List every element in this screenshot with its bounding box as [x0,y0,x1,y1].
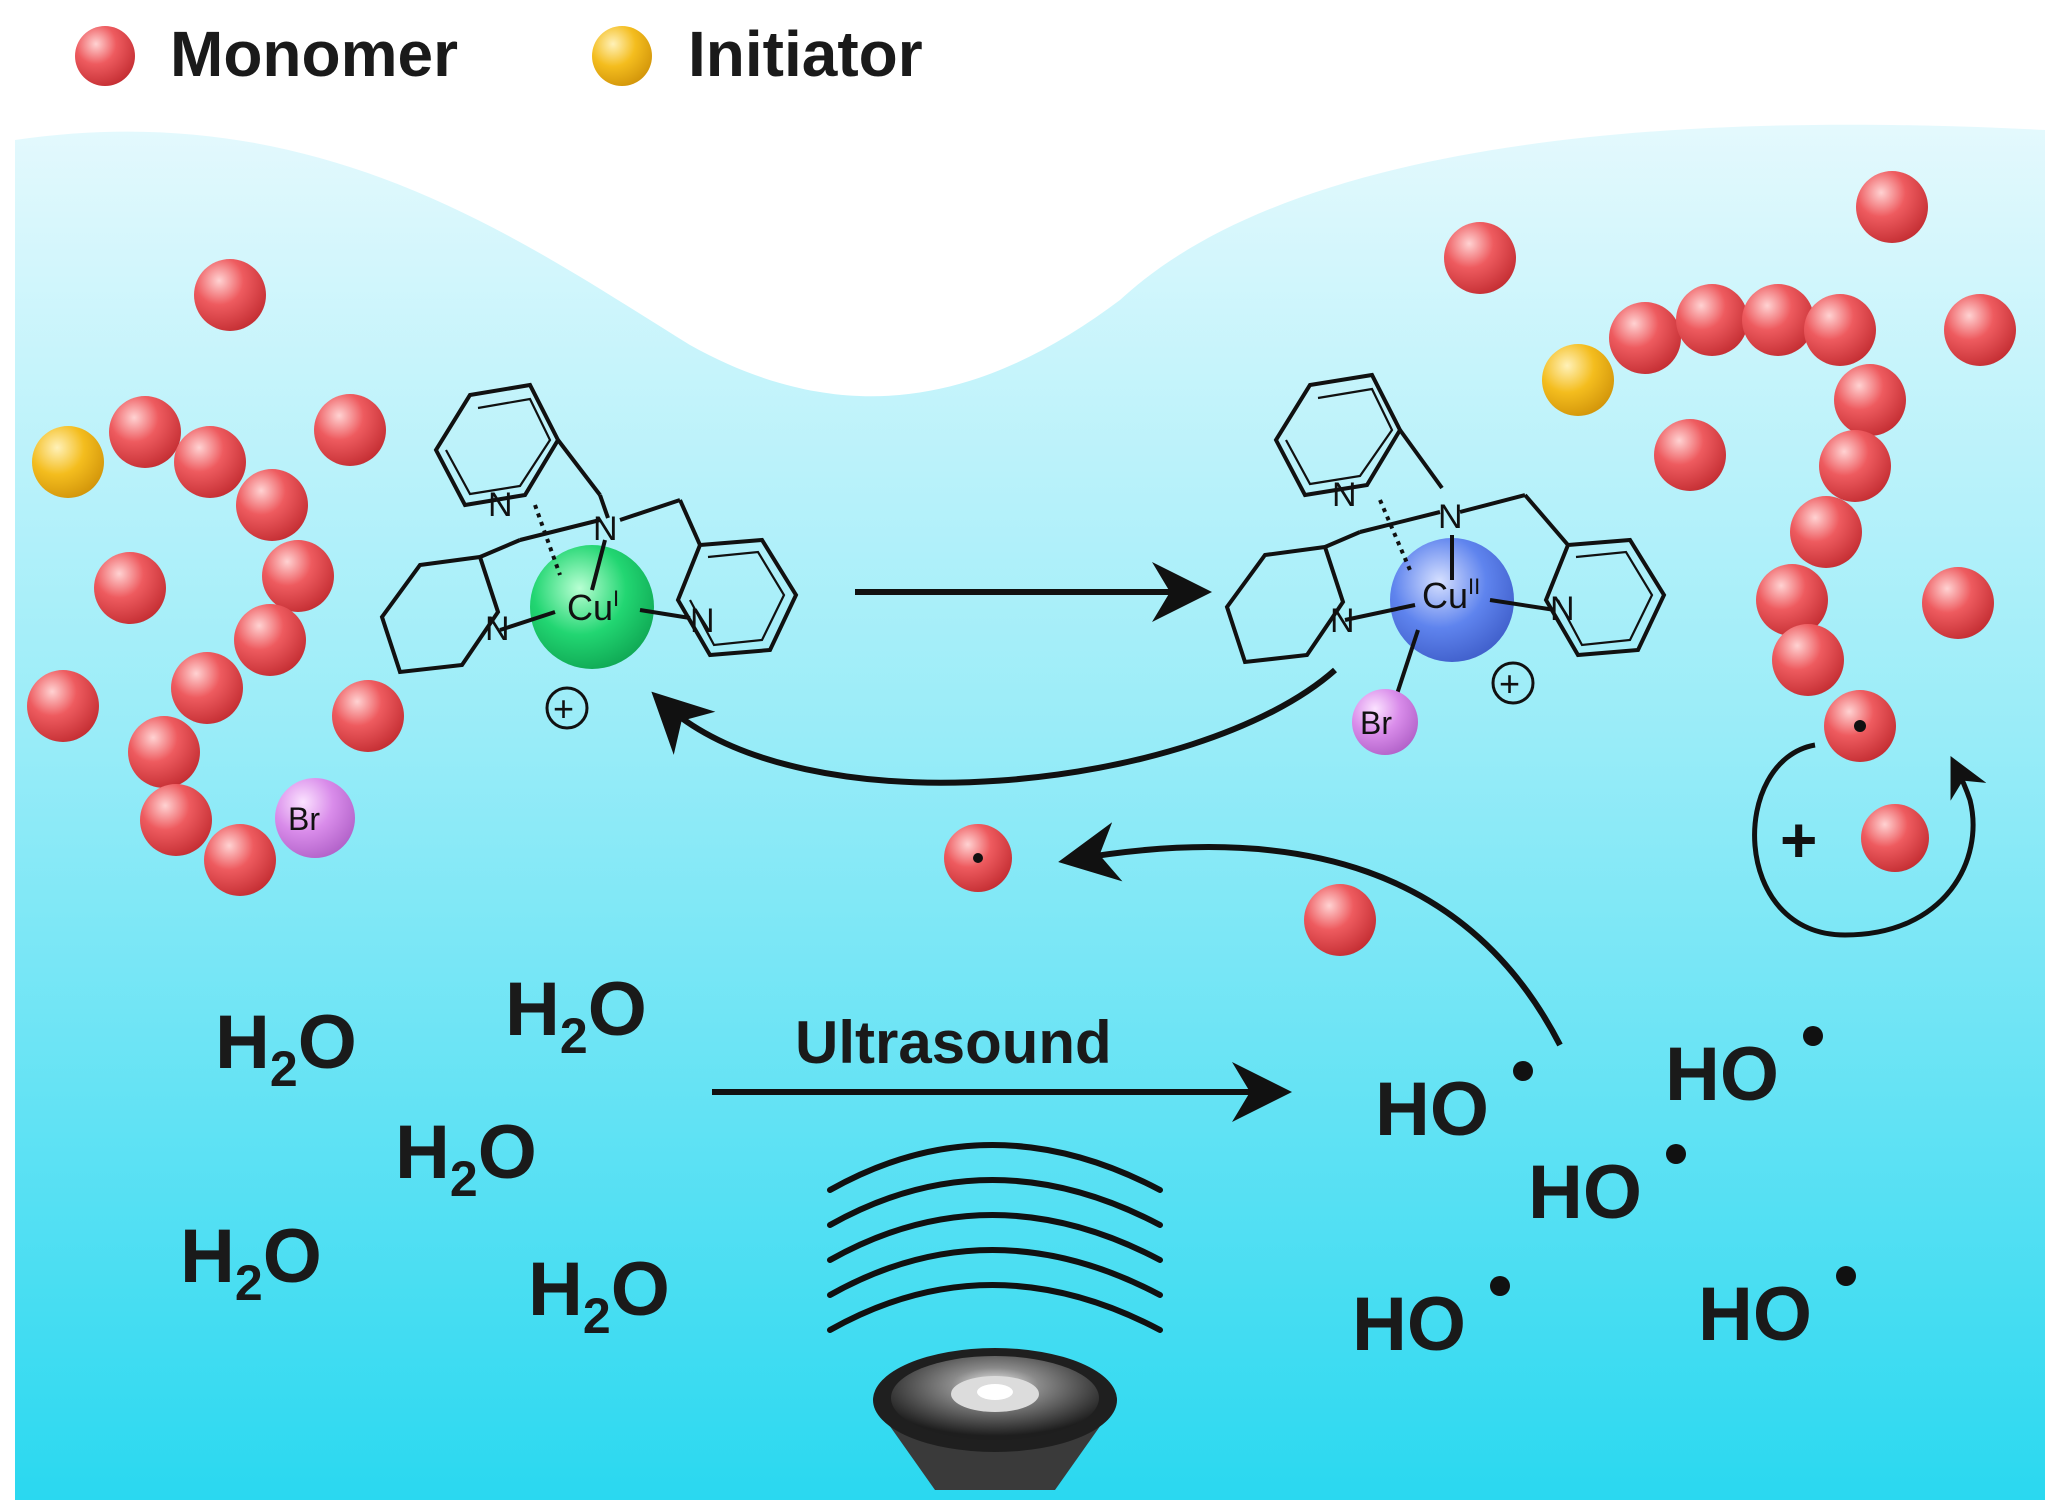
bromine-label: Br [288,801,320,837]
water-molecule-label: H2O [528,1247,670,1344]
radical-dot-icon [973,853,983,863]
speaker-icon [873,1348,1117,1490]
nitrogen-atom-label: N [485,610,510,648]
nitrogen-atom-label: N [1550,590,1575,628]
cu-one-sphere [530,545,654,669]
cu-one-complex: N N N N CuI + [379,382,799,730]
free-monomer [1856,171,1928,243]
free-monomer [27,670,99,742]
chain-monomer [1790,496,1862,568]
free-monomer [1304,884,1376,956]
water-region [15,124,2045,1501]
water-molecule-label: H2O [395,1110,537,1207]
water-molecule-label: H2O [505,967,647,1064]
radical-dot-icon [1666,1144,1686,1164]
bromine-label: Br [1360,705,1392,741]
hydroxyl-radical-label: HO [1698,1272,1812,1357]
free-monomer [1654,419,1726,491]
propagation-cycle-arrow [1752,742,1987,938]
chain-monomer [1804,294,1876,366]
hydroxyl-radical-label: HO [1375,1067,1489,1152]
radical-dot-icon [1490,1276,1510,1296]
chain-monomer [1819,430,1891,502]
hydroxyl-radical-label: HO [1352,1282,1466,1367]
cu-two-sphere [1390,538,1514,662]
initiator-sphere [32,426,104,498]
polymer-chains: Br [32,284,1906,896]
sound-wave-icon [827,1142,1163,1333]
chain-monomer [174,426,246,498]
chain-monomer [1742,284,1814,356]
added-monomer [1861,804,1929,872]
chain-monomer [1772,624,1844,696]
hydroxyl-radical-label: HO [1665,1032,1779,1117]
radical-dot-icon [1803,1026,1823,1046]
charge-plus-icon [1491,661,1535,705]
hydroxyl-radicals: HO HO HO HO HO [1352,1026,1856,1367]
nitrogen-atom-label: N [690,602,715,640]
free-monomer [332,680,404,752]
free-monomers [27,171,2016,956]
legend-initiator-label: Initiator [688,18,923,90]
free-monomer [1922,567,1994,639]
copper-two-label: CuII [1422,574,1480,616]
pyridine-ring-right [675,537,799,658]
nitrogen-atom-label: N [1330,602,1355,640]
bromine-atom [1352,689,1418,755]
nitrogen-atom-label: N [1332,476,1357,514]
cu-two-complex: N N N N CuII Br + [1224,372,1667,755]
chain-monomer [171,652,243,724]
radical-dot-icon [1836,1266,1856,1286]
hydroxyl-radical-label: HO [1528,1150,1642,1235]
legend-monomer-label: Monomer [170,18,458,90]
free-monomer [94,552,166,624]
addition-plus-label: + [1780,804,1817,876]
charge-plus-label: + [1499,663,1520,704]
pyridine-ring-top [433,382,561,508]
initiator-sphere [1542,344,1614,416]
nitrogen-atom-label: N [1438,498,1463,536]
chain-monomer [234,604,306,676]
chain-monomer [1756,564,1828,636]
nitrogen-atom-label: N [593,510,618,548]
legend: Monomer Initiator [75,18,923,90]
deactivation-arrow [651,667,1337,786]
propagation-cycle: + [1780,804,1929,876]
copper-one-label: CuI [567,586,619,628]
charge-plus-icon [545,686,589,730]
chain-monomer [1609,302,1681,374]
water-molecule-label: H2O [180,1214,322,1311]
charge-plus-label: + [553,688,574,729]
chain-monomer [140,784,212,856]
water-molecule-label: H2O [215,1000,357,1097]
radical-monomer [944,824,1012,892]
chain-monomer [1676,284,1748,356]
legend-monomer-swatch [75,26,135,86]
free-monomer [1944,294,2016,366]
free-monomer [1444,222,1516,294]
free-monomer [314,394,386,466]
chain-monomer [236,469,308,541]
radical-dot-icon [1513,1061,1533,1081]
chain-monomer [262,540,334,612]
ultrasound-label: Ultrasound [795,1009,1112,1076]
free-monomer [194,259,266,331]
radical-initiation-arrow [1058,822,1563,1047]
legend-initiator-swatch [592,26,652,86]
nitrogen-atom-label: N [488,486,513,524]
chain-monomer [128,716,200,788]
chain-monomer [109,396,181,468]
chain-monomer [1834,364,1906,436]
chain-monomer [204,824,276,896]
radical-dot-icon [1854,720,1866,732]
chain-end-bromine [275,778,355,858]
water-molecules: H2O H2O H2O H2O H2O [180,967,670,1344]
